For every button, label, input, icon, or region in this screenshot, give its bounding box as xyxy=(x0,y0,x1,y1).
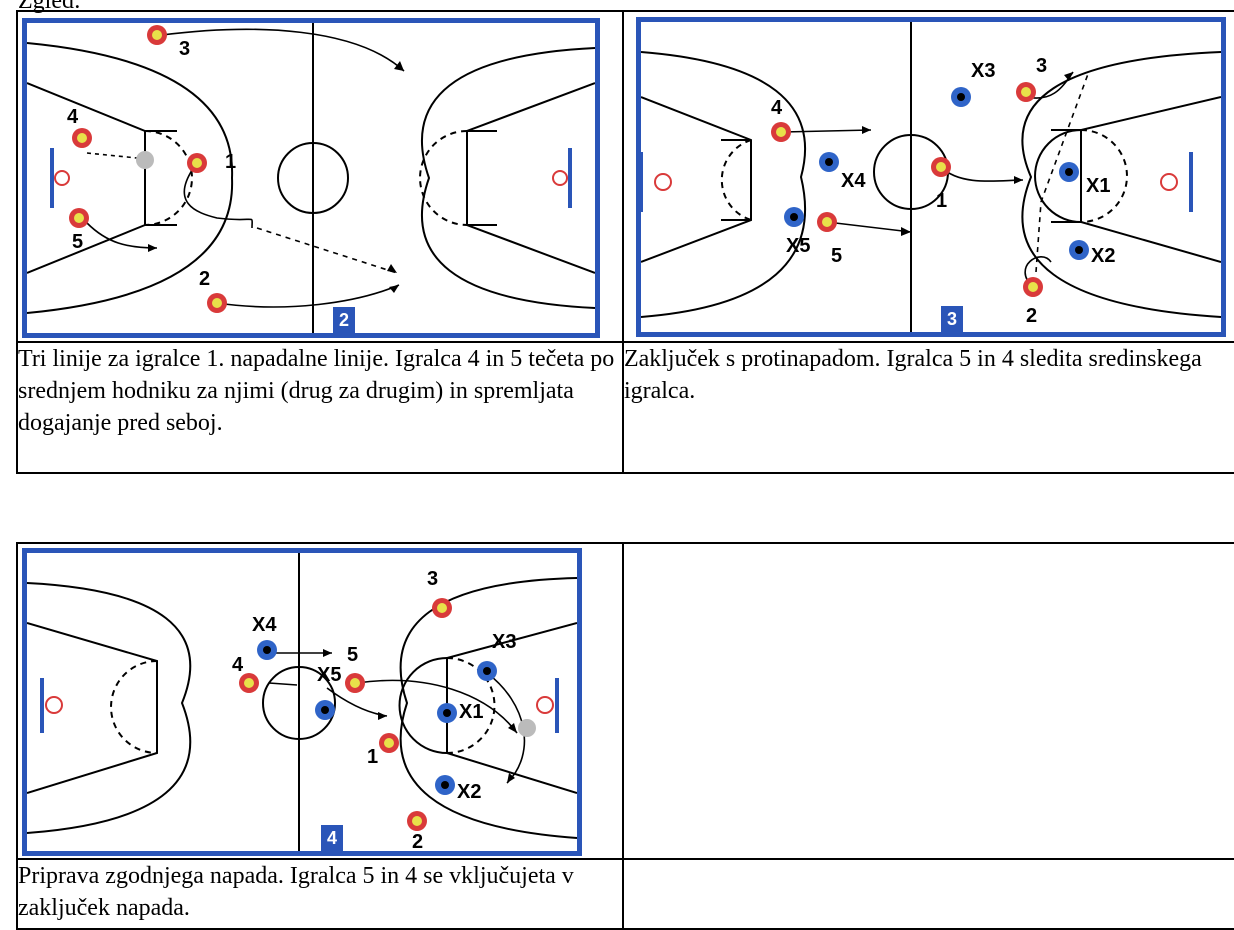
diagram-number-badge: 3 xyxy=(940,306,963,332)
player-label-x2: X2 xyxy=(1091,245,1115,267)
player-label-x3: X3 xyxy=(492,631,516,653)
player-label-2: 2 xyxy=(412,831,423,851)
diagram-cell-2: 3 4 1 5 2 2 xyxy=(16,10,624,343)
diagram-table-bottom: 3 X4 4 X5 5 X3 X1 1 X2 2 4 Priprava z xyxy=(15,542,1234,930)
diagram-cell-3: 4 X4 X3 3 X5 5 1 X1 X2 2 3 xyxy=(621,10,1234,343)
player-label-4: 4 xyxy=(67,106,79,128)
player-label-4: 4 xyxy=(771,97,783,119)
player-label-x2: X2 xyxy=(457,781,481,803)
player-label-3: 3 xyxy=(427,568,438,590)
offense-players xyxy=(69,25,227,313)
player-label-3: 3 xyxy=(1036,55,1047,77)
diagram-number-badge: 4 xyxy=(321,825,343,851)
player-label-x4: X4 xyxy=(252,614,277,636)
court-diagram-3: 4 X4 X3 3 X5 5 1 X1 X2 2 3 xyxy=(635,17,1226,337)
player-label-5: 5 xyxy=(831,245,842,267)
players-group xyxy=(239,598,536,831)
player-label-5: 5 xyxy=(72,231,83,253)
empty-cell-bottom xyxy=(622,858,1234,930)
player-label-1: 1 xyxy=(367,746,378,768)
caption-2: Tri linije za igralce 1. napadalne linij… xyxy=(16,341,624,474)
player-label-3: 3 xyxy=(179,38,190,60)
diagram-table-top: 3 4 1 5 2 2 xyxy=(16,10,1234,474)
player-label-x3: X3 xyxy=(971,60,995,82)
section-label: Zgled: xyxy=(18,0,81,14)
player-label-2: 2 xyxy=(199,268,210,290)
player-label-x1: X1 xyxy=(1086,175,1110,197)
players-group xyxy=(770,82,1089,297)
player-label-x5: X5 xyxy=(786,235,810,257)
player-label-5: 5 xyxy=(347,644,358,666)
player-label-2: 2 xyxy=(1026,305,1037,327)
player-label-x4: X4 xyxy=(841,170,866,192)
player-label-x1: X1 xyxy=(459,701,483,723)
player-label-1: 1 xyxy=(225,151,236,173)
diagram-cell-4: 3 X4 4 X5 5 X3 X1 1 X2 2 4 xyxy=(15,542,625,860)
caption-3: Zaključek s protinapadom. Igralca 5 in 4… xyxy=(621,341,1234,474)
court-svg-4: 3 X4 4 X5 5 X3 X1 1 X2 2 xyxy=(27,553,577,851)
court-diagram-2: 3 4 1 5 2 2 xyxy=(22,18,600,338)
empty-cell-top xyxy=(622,542,1234,860)
player-label-x5: X5 xyxy=(317,664,341,686)
player-label-1: 1 xyxy=(936,190,947,212)
court-diagram-4: 3 X4 4 X5 5 X3 X1 1 X2 2 4 xyxy=(22,548,582,856)
diagram-number-badge: 2 xyxy=(333,307,355,333)
court-svg-3: 4 X4 X3 3 X5 5 1 X1 X2 2 xyxy=(640,22,1221,332)
court-svg-2: 3 4 1 5 2 xyxy=(27,23,595,333)
caption-4: Priprava zgodnjega napada. Igralca 5 in … xyxy=(15,858,625,930)
player-label-4: 4 xyxy=(232,654,244,676)
